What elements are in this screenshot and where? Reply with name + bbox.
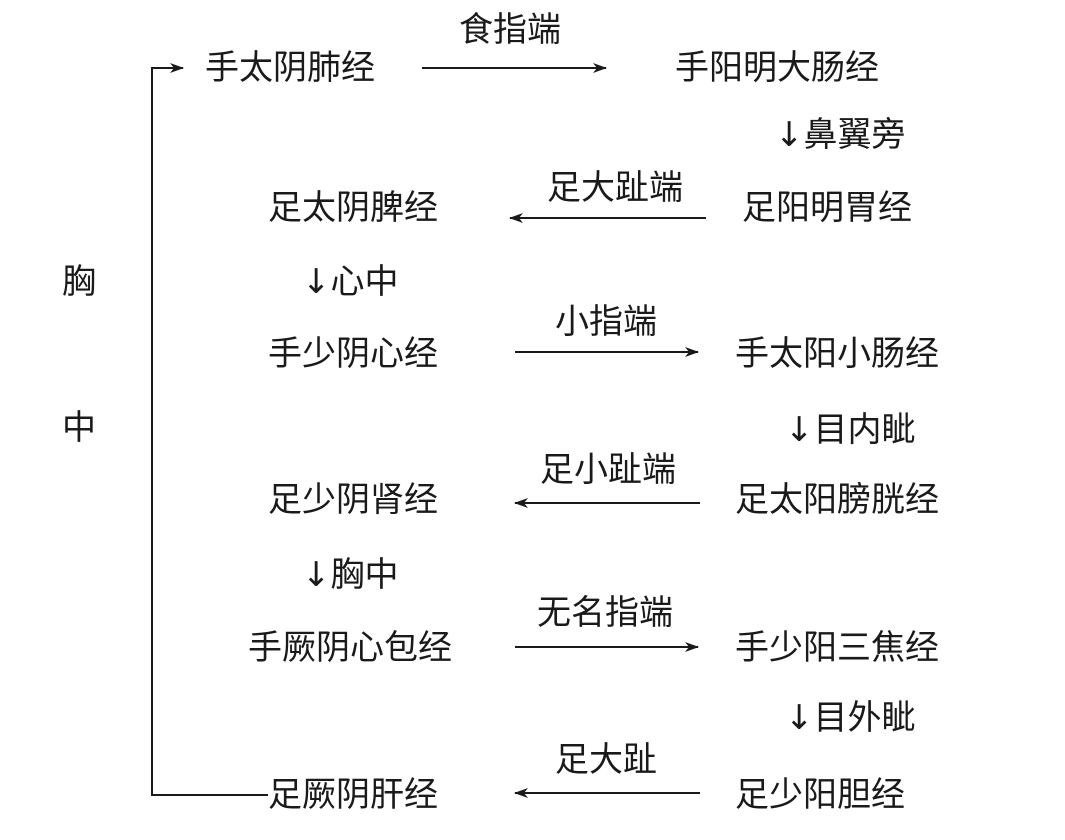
link-label-r5: 无名指端 (537, 593, 673, 633)
meridian-liver: 足厥阴肝经 (268, 775, 438, 815)
vlink-chest: ↓胸中 (302, 555, 399, 595)
meridian-stomach: 足阳明胃经 (742, 188, 912, 228)
meridian-pericardium: 手厥阴心包经 (248, 628, 452, 668)
side-label-chest: 胸 (62, 262, 96, 302)
meridian-heart: 手少阴心经 (268, 334, 438, 374)
vlink-nose: ↓鼻翼旁 (775, 115, 906, 155)
vlink-inner-canthus: ↓目内眦 (785, 410, 916, 450)
meridian-large-intestine: 手阳明大肠经 (675, 48, 879, 88)
meridian-lung: 手太阴肺经 (205, 48, 375, 88)
link-label-r4: 足小趾端 (540, 450, 676, 490)
chest-return-line (151, 63, 268, 796)
link-label-r1: 食指端 (459, 10, 561, 50)
meridian-spleen: 足太阴脾经 (268, 188, 438, 228)
side-label-middle: 中 (62, 408, 96, 448)
link-label-r2: 足大趾端 (547, 168, 683, 208)
vlink-outer-canthus: ↓目外眦 (785, 698, 916, 738)
vlink-heart: ↓心中 (302, 262, 399, 302)
meridian-bladder: 足太阳膀胱经 (735, 480, 939, 520)
link-label-r3: 小指端 (555, 302, 657, 342)
meridian-kidney: 足少阴肾经 (268, 480, 438, 520)
meridian-triple-burner: 手少阳三焦经 (735, 628, 939, 668)
link-label-r6: 足大趾 (555, 740, 657, 780)
meridian-gallbladder: 足少阳胆经 (735, 775, 905, 815)
meridian-small-intestine: 手太阳小肠经 (735, 334, 939, 374)
